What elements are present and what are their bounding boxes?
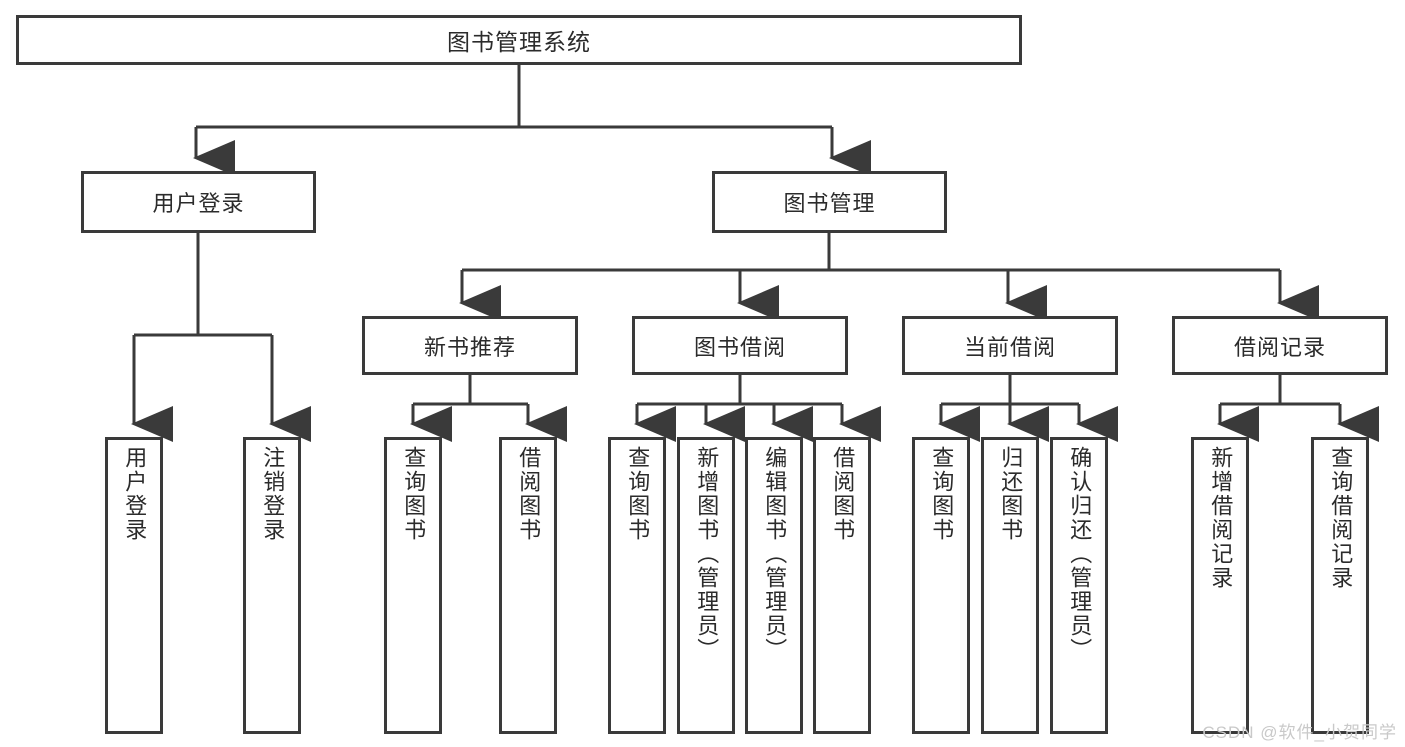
leaf-confirm-return-admin[interactable]: 确认归还（管理员） bbox=[1050, 437, 1108, 734]
node-label: 查询图书 bbox=[401, 446, 427, 542]
node-label: 新增借阅记录 bbox=[1208, 446, 1234, 590]
watermark: CSDN @软件_小贺同学 bbox=[1202, 723, 1397, 742]
node-book-management[interactable]: 图书管理 bbox=[712, 171, 947, 233]
node-label: 用户登录 bbox=[122, 446, 148, 542]
node-book-borrow[interactable]: 图书借阅 bbox=[632, 316, 848, 375]
leaf-query-book-borrow[interactable]: 查询图书 bbox=[608, 437, 666, 734]
leaf-query-borrow-record[interactable]: 查询借阅记录 bbox=[1311, 437, 1369, 734]
node-label: 图书管理 bbox=[783, 191, 876, 216]
leaf-borrow-book[interactable]: 借阅图书 bbox=[813, 437, 871, 734]
leaf-user-login[interactable]: 用户登录 bbox=[105, 437, 163, 734]
node-label: 用户登录 bbox=[152, 191, 245, 216]
leaf-user-logout[interactable]: 注销登录 bbox=[243, 437, 301, 734]
node-label: 查询借阅记录 bbox=[1328, 446, 1354, 590]
leaf-add-borrow-record[interactable]: 新增借阅记录 bbox=[1191, 437, 1249, 734]
node-current-borrow[interactable]: 当前借阅 bbox=[902, 316, 1118, 375]
node-label: 借阅记录 bbox=[1233, 334, 1326, 360]
leaf-borrow-book-rec[interactable]: 借阅图书 bbox=[499, 437, 557, 734]
node-label: 新书推荐 bbox=[423, 334, 516, 360]
node-user-login[interactable]: 用户登录 bbox=[81, 171, 316, 233]
node-label: 图书借阅 bbox=[693, 334, 786, 360]
node-label: 借阅图书 bbox=[516, 446, 542, 542]
node-label: 借阅图书 bbox=[830, 446, 856, 542]
leaf-query-book-rec[interactable]: 查询图书 bbox=[384, 437, 442, 734]
node-label: 当前借阅 bbox=[963, 334, 1056, 360]
node-new-book-recommend[interactable]: 新书推荐 bbox=[362, 316, 578, 375]
node-label: 查询图书 bbox=[625, 446, 651, 542]
node-root[interactable]: 图书管理系统 bbox=[16, 15, 1022, 65]
node-label: 归还图书 bbox=[998, 446, 1024, 542]
leaf-add-book-admin[interactable]: 新增图书（管理员） bbox=[677, 437, 735, 734]
leaf-edit-book-admin[interactable]: 编辑图书（管理员） bbox=[745, 437, 803, 734]
node-borrow-record[interactable]: 借阅记录 bbox=[1172, 316, 1388, 375]
node-label: 编辑图书（管理员） bbox=[762, 446, 788, 662]
node-label: 图书管理系统 bbox=[447, 29, 591, 55]
leaf-query-book-current[interactable]: 查询图书 bbox=[912, 437, 970, 734]
node-label: 新增图书（管理员） bbox=[694, 446, 720, 662]
node-label: 查询图书 bbox=[929, 446, 955, 542]
node-label: 确认归还（管理员） bbox=[1067, 446, 1093, 662]
node-label: 注销登录 bbox=[260, 446, 286, 542]
leaf-return-book[interactable]: 归还图书 bbox=[981, 437, 1039, 734]
